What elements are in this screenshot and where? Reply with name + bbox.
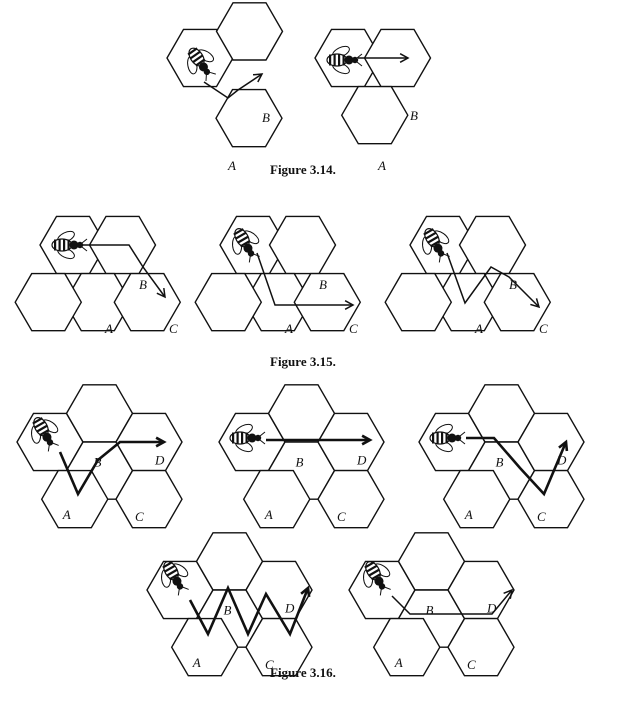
- cell-label-d: D: [154, 453, 165, 468]
- cell-label-c: C: [135, 509, 144, 524]
- hex-cell: [447, 617, 515, 677]
- cell-label-a: A: [474, 321, 483, 336]
- cell-label-b: B: [224, 603, 232, 618]
- fig-3-15-left: B A C: [14, 215, 182, 336]
- hex-cell: [317, 469, 385, 529]
- arrow-icon: [558, 439, 569, 452]
- arrow-icon: [503, 588, 514, 599]
- cell-label-a: A: [377, 158, 386, 173]
- fig-3-16-bottom-left: B D A C: [146, 532, 313, 677]
- figure-3-15-caption: Figure 3.15.: [270, 354, 336, 369]
- travel-path: [391, 589, 513, 615]
- travel-path: [83, 244, 166, 298]
- hex-cell: [113, 272, 182, 332]
- arrow-icon: [530, 298, 541, 309]
- cell-label-d: D: [486, 601, 497, 616]
- cell-label-b: B: [410, 108, 418, 123]
- travel-path: [188, 584, 310, 638]
- bee-icon: [429, 423, 466, 453]
- hex-cell: [372, 617, 441, 677]
- cell-label-a: A: [264, 507, 273, 522]
- cell-label-a: A: [394, 655, 403, 670]
- bee-icon: [161, 561, 189, 596]
- cell-label-c: C: [467, 657, 476, 672]
- cell-label-d: D: [556, 453, 567, 468]
- cell-label-c: C: [169, 321, 178, 336]
- cell-label-b: B: [496, 455, 504, 470]
- figure-3-14-caption: Figure 3.14.: [270, 162, 336, 177]
- arrow-icon: [155, 436, 167, 448]
- fig-3-16-top-right: B D A C: [418, 384, 585, 529]
- bee-icon: [31, 417, 59, 452]
- arrow-icon: [156, 287, 166, 299]
- travel-path: [446, 252, 540, 308]
- cell-label-a: A: [227, 158, 236, 173]
- hex-cell: [483, 272, 552, 332]
- cell-label-b: B: [262, 110, 270, 125]
- cell-label-b: B: [426, 603, 434, 618]
- hex-cell: [215, 2, 284, 61]
- bee-icon: [187, 47, 216, 82]
- arrow-icon: [252, 73, 264, 83]
- hex-cell: [268, 215, 337, 275]
- hex-cell: [194, 272, 263, 332]
- fig-3-16-bottom-right: B D A C: [348, 532, 515, 677]
- hex-cell: [115, 469, 183, 529]
- hex-cell: [242, 469, 311, 529]
- arrow-icon: [300, 585, 311, 598]
- figure-3-16-caption: Figure 3.16.: [270, 665, 336, 680]
- hex-cell: [170, 617, 239, 677]
- arrow-icon: [361, 434, 373, 446]
- hex-cell: [293, 272, 362, 332]
- bee-icon: [51, 230, 88, 260]
- travel-path: [466, 436, 568, 497]
- cell-label-c: C: [265, 657, 274, 672]
- cell-label-d: D: [284, 601, 295, 616]
- bee-icon: [422, 228, 450, 263]
- hex-cell: [442, 469, 511, 529]
- hex-cell: [340, 85, 409, 145]
- cell-label-b: B: [509, 277, 517, 292]
- cell-label-a: A: [104, 321, 113, 336]
- cell-label-a: A: [62, 507, 71, 522]
- hex-cell: [384, 272, 453, 332]
- fig-3-16-top-middle: B D A C: [218, 384, 385, 529]
- fig-3-14-right: BA: [314, 28, 432, 173]
- arrow-icon: [344, 300, 355, 310]
- fig-3-15-right: B A C: [384, 215, 552, 336]
- arrow-icon: [399, 53, 410, 63]
- cell-label-b: B: [139, 277, 147, 292]
- bee-icon: [363, 561, 391, 596]
- cell-label-c: C: [539, 321, 548, 336]
- cell-label-a: A: [192, 655, 201, 670]
- hex-cell: [458, 215, 527, 275]
- fig-3-15-middle: B A C: [194, 215, 362, 336]
- cell-label-b: B: [296, 455, 304, 470]
- travel-path: [256, 252, 353, 306]
- cell-label-c: C: [537, 509, 546, 524]
- bee-icon: [326, 45, 363, 75]
- travel-path: [203, 73, 263, 99]
- cell-label-b: B: [319, 277, 327, 292]
- bee-icon: [232, 228, 260, 263]
- bee-icon: [229, 423, 266, 453]
- hex-cell: [14, 272, 83, 332]
- cell-label-a: A: [284, 321, 293, 336]
- cell-label-c: C: [349, 321, 358, 336]
- fig-3-14-left: BA: [166, 2, 284, 173]
- cell-label-c: C: [337, 509, 346, 524]
- cell-label-a: A: [464, 507, 473, 522]
- cell-label-d: D: [356, 453, 367, 468]
- travel-path: [58, 440, 164, 497]
- hex-cell: [215, 88, 283, 148]
